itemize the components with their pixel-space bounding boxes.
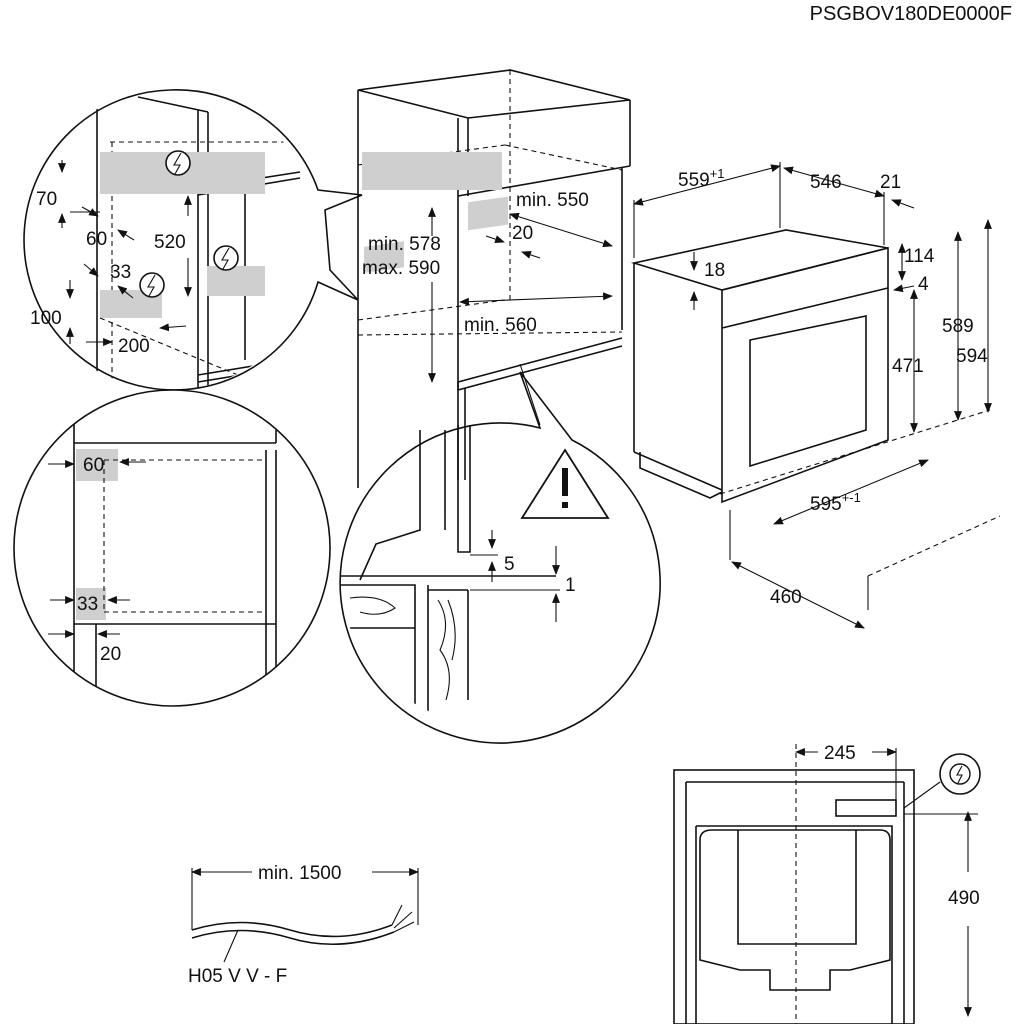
oven-dim-559: 559+1 [678, 166, 725, 191]
cable-type: H05 V V - F [188, 966, 287, 987]
front-dim-33: 33 [77, 594, 98, 615]
front-detail-callout: 60 33 20 [13, 389, 331, 707]
cabinet: min. 578 max. 590 min. 550 20 min. 560 [357, 69, 631, 488]
oven-dim-594: 594 [956, 346, 988, 367]
oven-dim-18: 18 [704, 260, 725, 281]
back-dim-490: 490 [948, 888, 980, 909]
warning-icon [520, 448, 610, 519]
dim-70: 70 [36, 189, 57, 210]
back-dim-245: 245 [824, 743, 856, 764]
oven: 559+1 546 21 114 18 4 589 594 471 595+-1 [630, 162, 1001, 629]
dim-100: 100 [30, 308, 62, 329]
cabinet-min-550: min. 550 [516, 190, 589, 211]
electric-connection-icon [939, 753, 981, 795]
floor-dim-1: 1 [565, 575, 576, 596]
cable: min. 1500 H05 V V - F [188, 863, 419, 987]
left-top-callout: 70 60 520 33 100 200 [23, 89, 363, 391]
oven-dim-21: 21 [880, 172, 901, 193]
electric-connection-icon [213, 245, 239, 271]
cabinet-min-578: min. 578 [368, 234, 441, 255]
oven-dim-546: 546 [810, 172, 842, 193]
oven-dim-4: 4 [918, 274, 929, 295]
oven-dim-114: 114 [904, 246, 935, 267]
oven-dim-589: 589 [942, 316, 974, 337]
cabinet-max-590: max. 590 [362, 258, 440, 279]
dim-60: 60 [86, 229, 107, 250]
back-view: 245 490 [673, 743, 981, 1024]
electric-connection-icon [165, 150, 191, 176]
dim-33: 33 [110, 262, 131, 283]
dim-520: 520 [154, 232, 186, 253]
front-dim-20: 20 [100, 644, 121, 665]
cable-length: min. 1500 [258, 863, 341, 884]
oven-dim-460: 460 [770, 587, 802, 608]
oven-dim-595: 595+-1 [810, 490, 861, 515]
floor-dim-5: 5 [504, 554, 515, 575]
electric-connection-icon [139, 272, 165, 298]
dim-200: 200 [118, 336, 150, 357]
front-dim-60: 60 [83, 455, 104, 476]
drawing-code: PSGBOV180DE0000F [810, 3, 1012, 25]
oven-dim-471: 471 [892, 356, 924, 377]
cabinet-dim-20: 20 [512, 223, 533, 244]
floor-detail-callout: 5 1 [339, 371, 661, 744]
cabinet-min-560: min. 560 [464, 315, 537, 336]
